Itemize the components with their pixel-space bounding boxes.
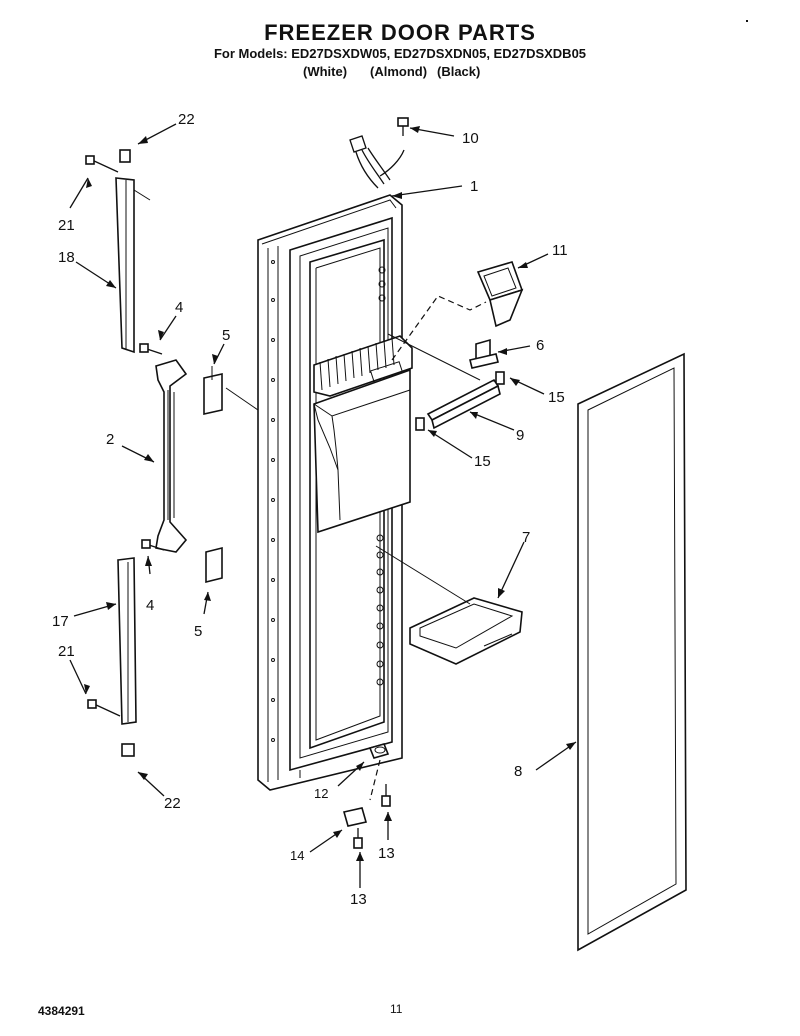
callout-18: 18 <box>58 249 75 266</box>
callout-2: 2 <box>106 431 114 448</box>
callout-1: 1 <box>470 178 478 195</box>
cap-guide-line <box>225 387 259 411</box>
wiring-harness-part <box>349 117 409 189</box>
door-liner-part <box>257 194 413 791</box>
screw-21-upper-part <box>85 155 119 173</box>
callout-17: 17 <box>52 613 69 630</box>
corner-mark <box>746 20 748 22</box>
page-title: FREEZER DOOR PARTS <box>264 20 536 45</box>
spacer-15-lower-part <box>415 417 425 431</box>
leader-arrowheads <box>84 126 576 861</box>
chute-guide-line <box>391 295 487 361</box>
drip-tray-part <box>409 597 523 665</box>
callout-10: 10 <box>462 130 479 147</box>
screw-21-lower-part <box>87 699 121 717</box>
callout-22-top: 22 <box>178 111 195 128</box>
screw-13-right-part <box>381 784 391 807</box>
callout-6: 6 <box>536 337 544 354</box>
callout-21-top: 21 <box>58 217 75 234</box>
bracket-6-part <box>469 338 499 369</box>
callout-7: 7 <box>522 529 530 546</box>
door-gasket-part <box>577 352 687 952</box>
cap-5-upper-part <box>203 366 223 415</box>
callout-13-right: 13 <box>378 845 395 862</box>
screw-4-upper-part <box>139 343 163 355</box>
upper-trim-18-part <box>115 149 151 354</box>
screw-13-bottom-part <box>353 828 363 849</box>
color-almond: (Almond) <box>370 64 428 79</box>
page-number: 11 <box>390 1002 403 1016</box>
cap-5-lower-part <box>205 546 223 584</box>
callout-8: 8 <box>514 763 522 780</box>
model-list: For Models: ED27DSXDW05, ED27DSXDN05, ED… <box>213 46 587 61</box>
handle-2-part <box>155 359 188 553</box>
spacer-15-upper-part <box>495 371 505 385</box>
document-number: 4384291 <box>38 1004 85 1018</box>
callout-15-lower: 15 <box>474 453 491 470</box>
ice-chute-part <box>476 261 524 328</box>
callout-14: 14 <box>290 848 304 863</box>
callout-5-upper: 5 <box>222 327 230 344</box>
screw-4-lower-part <box>141 539 165 551</box>
callout-9: 9 <box>516 427 524 444</box>
color-white: (White) <box>303 64 348 79</box>
lower-trim-17-part <box>117 557 137 757</box>
hinge-pin-12-part <box>368 743 390 759</box>
callout-4-upper: 4 <box>175 299 183 316</box>
callout-22-bottom: 22 <box>164 795 181 812</box>
callout-15-upper: 15 <box>548 389 565 406</box>
callout-12: 12 <box>314 786 328 801</box>
callout-5-lower: 5 <box>194 623 202 640</box>
callout-21-bottom: 21 <box>58 643 75 660</box>
callout-13-bottom: 13 <box>350 891 367 908</box>
color-black: (Black) <box>437 64 481 79</box>
bracket-14-part <box>342 807 368 827</box>
callout-11: 11 <box>552 242 568 259</box>
channel-9-part <box>426 378 501 430</box>
callout-4-lower: 4 <box>146 597 154 614</box>
